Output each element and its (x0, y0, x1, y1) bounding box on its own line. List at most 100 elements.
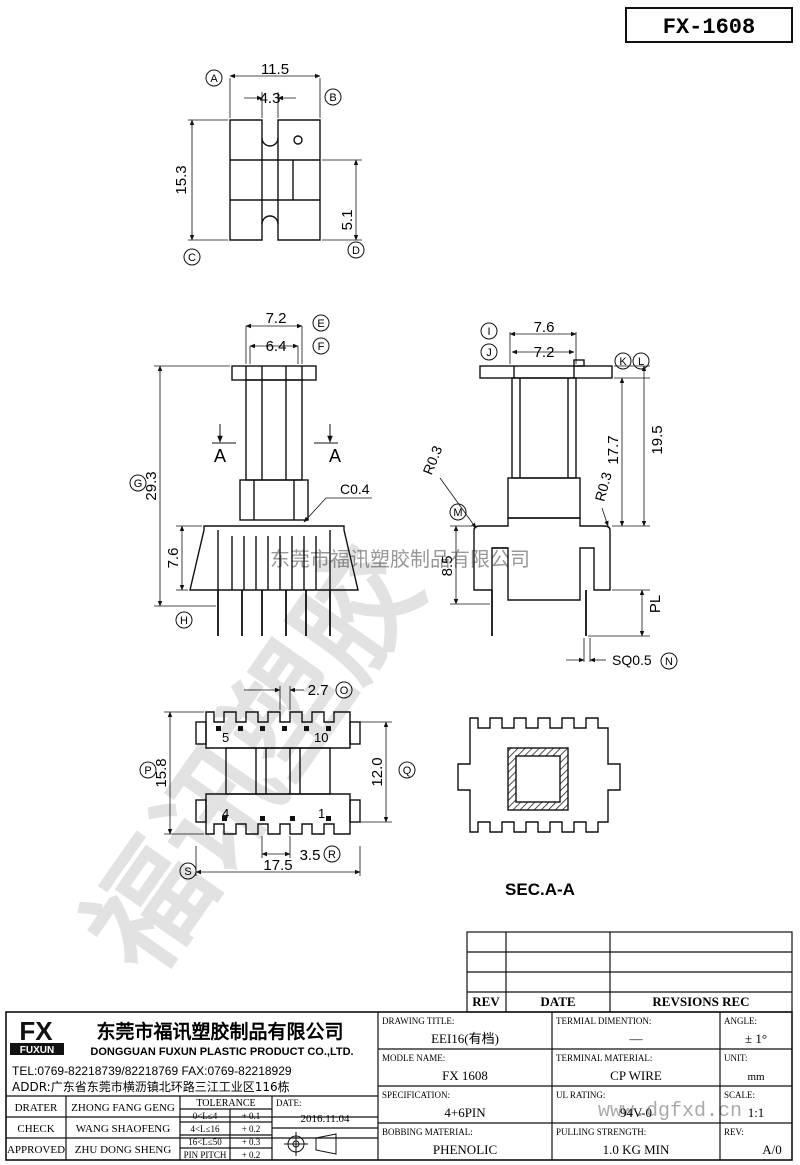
pulling-strength-label: PULLING STRENGTH: (556, 1127, 646, 1137)
top-view (188, 73, 362, 241)
company-name-cn: 东莞市福讯塑胶制品有限公司 (96, 1020, 343, 1043)
ref-e-marker: E (312, 314, 330, 332)
bottom-dim-depth: 15.8 (153, 758, 170, 787)
tolerance-range-4: PIN PITCH (184, 1150, 227, 1160)
spec-value: 4+6PIN (444, 1105, 486, 1120)
watermark-logo: 福讯塑胶 (59, 524, 449, 998)
svg-text:D: D (352, 245, 360, 257)
svg-text:S: S (184, 866, 191, 878)
pin-label-4: 4 (222, 806, 229, 821)
ref-q-marker: Q (398, 761, 416, 779)
side-dim-core: 17.7 (605, 435, 622, 464)
company-address: ADDR:广东省东莞市横沥镇北环路三江工业区116栋 (12, 1079, 290, 1094)
section-view (457, 717, 621, 833)
ul-value: 94V-0 (620, 1105, 652, 1120)
part-number-box: FX-1608 (625, 7, 793, 43)
bobbin-material-value: PHENOLIC (433, 1142, 497, 1157)
signoff-role-drafter: DRATER (15, 1102, 58, 1114)
svg-text:FX: FX (19, 1016, 53, 1046)
svg-text:F: F (318, 341, 325, 353)
tolerance-range-2: 4<L≤16 (190, 1124, 220, 1134)
side-dim-base: 8.5 (439, 556, 456, 577)
front-dim-base: 7.6 (165, 548, 182, 569)
pulling-strength-value: 1.0 KG MIN (603, 1142, 670, 1157)
side-dim-outer: 7.6 (534, 319, 555, 336)
angle-label: ANGLE: (724, 1016, 757, 1026)
cut-mark-left: A (214, 446, 226, 466)
bottom-dim-pitch: 2.7 (308, 682, 329, 699)
side-dim-inner: 7.2 (534, 344, 555, 361)
cut-mark-right: A (329, 446, 341, 466)
bottom-dim-gap: 3.5 (300, 847, 321, 864)
part-number: FX-1608 (663, 15, 755, 40)
ref-f-marker: F (312, 337, 330, 355)
ref-s-marker: S (179, 862, 197, 880)
svg-text:Q: Q (403, 765, 412, 777)
signoff-name-drafter: ZHONG FANG GENG (71, 1102, 175, 1114)
terminal-material-label: TERMINAL MATERIAL: (556, 1053, 652, 1063)
ref-n-marker: N (660, 652, 678, 670)
side-radius-left: R0.3 (419, 443, 445, 477)
ref-o-marker: O (335, 681, 353, 699)
top-dim-lower: 5.1 (339, 210, 356, 231)
pin-label-10: 10 (314, 730, 328, 745)
svg-text:C: C (188, 252, 196, 264)
svg-text:FUXUN: FUXUN (20, 1045, 54, 1056)
bottom-view (164, 686, 392, 876)
front-chamfer: C0.4 (340, 481, 370, 497)
unit-label: UNIT: (724, 1053, 748, 1063)
front-view (154, 323, 372, 636)
terminal-dim-value: — (629, 1031, 644, 1046)
svg-text:H: H (180, 615, 188, 627)
svg-text:J: J (486, 347, 492, 359)
svg-text:A: A (210, 73, 218, 85)
top-dim-width: 11.5 (261, 61, 289, 78)
ref-c-marker: C (183, 248, 201, 266)
ref-i-marker: I (480, 322, 498, 340)
unit-value: mm (747, 1071, 765, 1083)
side-pin-length: PL (647, 595, 664, 613)
bottom-dim-width: 17.5 (263, 857, 292, 874)
bottom-dim-span: 12.0 (369, 757, 386, 786)
front-dim-height: 29.3 (143, 471, 160, 500)
svg-text:P: P (144, 765, 151, 777)
scale-value: 1:1 (748, 1105, 765, 1120)
svg-text:L: L (638, 356, 644, 368)
tolerance-header: TOLERANCE (196, 1098, 255, 1109)
tolerance-value-2: + 0.2 (242, 1124, 261, 1134)
signoff-role-check: CHECK (17, 1123, 54, 1135)
side-radius-right: R0.3 (592, 470, 615, 503)
ref-p-marker: P (139, 761, 157, 779)
svg-text:O: O (340, 685, 349, 697)
terminal-dim-label: TERMIAL DIMENTION: (556, 1016, 651, 1026)
model-label: MODLE NAME: (382, 1053, 445, 1063)
angle-value: ± 1° (745, 1031, 767, 1046)
side-pin-square: SQ0.5 (612, 652, 652, 668)
ref-l-marker: L (632, 352, 650, 370)
rev-header-records: REVSIONS REC (652, 994, 749, 1009)
svg-text:G: G (134, 478, 143, 490)
front-dim-inner: 6.4 (266, 338, 287, 355)
svg-text:E: E (317, 318, 324, 330)
date-label: DATE: (276, 1098, 302, 1108)
watermark-company: 东莞市福讯塑胶制品有限公司 (270, 547, 530, 571)
bobbin-material-label: BOBBING MATERIAL: (382, 1127, 473, 1137)
side-dim-total: 19.5 (649, 425, 666, 454)
ref-j-marker: J (480, 343, 498, 361)
svg-text:B: B (329, 92, 336, 104)
rev-header-date: DATE (540, 994, 575, 1009)
ref-a-marker: A (205, 69, 223, 87)
tolerance-value-1: + 0.1 (242, 1111, 261, 1121)
company-name-en: DONGGUAN FUXUN PLASTIC PRODUCT CO.,LTD. (90, 1046, 353, 1058)
model-value: FX 1608 (442, 1068, 488, 1083)
side-view (439, 331, 650, 663)
ref-g-marker: G (129, 474, 147, 492)
rev-label: REV: (724, 1127, 744, 1137)
svg-text:N: N (665, 656, 673, 668)
section-label: SEC.A-A (505, 880, 575, 899)
tolerance-value-3: + 0.3 (242, 1137, 261, 1147)
top-dim-slot: 4.3 (260, 90, 281, 107)
watermark-url: www.dgfxd.cn (598, 1100, 742, 1123)
svg-text:M: M (453, 507, 462, 519)
